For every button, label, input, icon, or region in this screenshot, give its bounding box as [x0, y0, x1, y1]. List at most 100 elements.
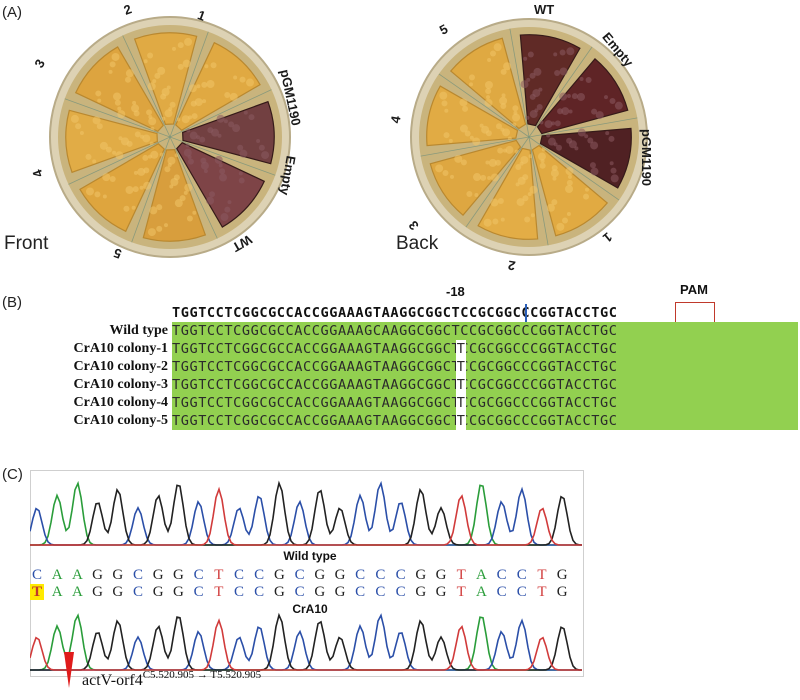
alignment-row-label: CrA10 colony-1 [73, 341, 169, 356]
base-call: A [51, 567, 63, 583]
back-colony-dot [464, 130, 471, 137]
footnote-arrow: → [196, 669, 208, 681]
front-colony-dot [199, 136, 206, 143]
back-colony-dot [590, 141, 599, 150]
back-colony-dot [526, 77, 531, 82]
back-colony-dot [527, 192, 532, 197]
base-call: C [355, 584, 366, 600]
base-call: G [172, 584, 184, 600]
back-colony-dot [500, 68, 507, 75]
front-colony-dot [105, 146, 112, 153]
front-colony-dot [179, 195, 186, 202]
back-colony-dot [507, 136, 512, 141]
base-call: G [314, 567, 326, 583]
front-colony-dot [143, 167, 150, 174]
back-colony-dot [450, 174, 455, 179]
front-colony-dot [150, 150, 159, 159]
front-colony-dot [204, 64, 209, 69]
alignment-row-sequence: TGGTCCTCGGCGCCACCGGAAAGTAAGGCGGCTCCGCGGC… [172, 340, 798, 358]
front-colony-dot [97, 98, 102, 103]
base-call: G [556, 584, 568, 600]
panel-a-label: (A) [2, 4, 22, 21]
back-colony-dot [590, 167, 599, 176]
back-colony-dot [536, 103, 543, 110]
front-colony-dot [238, 171, 243, 176]
alignment-row-sequence: TGGTCCTCGGCGCCACCGGAAAGCAAGGCGGCTCCGCGGC… [172, 322, 798, 340]
front-colony-dot [183, 148, 192, 157]
back-colony-dot [583, 193, 590, 200]
front-colony-dot [79, 130, 84, 135]
base-call: C [233, 567, 244, 583]
front-colony-dot [224, 91, 231, 98]
front-divider-line [169, 89, 272, 138]
back-colony-dot [492, 218, 499, 225]
back-colony-dot [435, 164, 444, 173]
alignment-row-sequence: TGGTCCTCGGCGCCACCGGAAAGTAAGGCGGCTCCGCGGC… [172, 394, 798, 412]
base-call: A [475, 567, 487, 583]
front-colony-dot [173, 174, 180, 181]
front-colony-dot [186, 215, 193, 222]
front-colony-dot [137, 167, 146, 176]
back-colony-dot [488, 158, 497, 167]
base-call: C [395, 584, 406, 600]
mismatch-base: T [456, 377, 465, 393]
back-colony-dot [444, 108, 449, 113]
base-call: C [31, 567, 42, 583]
front-colony-dot [220, 213, 229, 222]
front-plate-image [49, 16, 291, 258]
back-colony-dot [528, 154, 533, 159]
front-divider-line [122, 35, 171, 138]
back-colony-dot [500, 217, 505, 222]
mismatch-base: T [456, 395, 465, 411]
back-colony-dot [579, 77, 584, 82]
back-colony-dot [515, 164, 522, 171]
back-colony-dot [539, 162, 546, 169]
back-sector-4 [426, 85, 519, 147]
back-colony-dot [595, 111, 604, 120]
mutant-trace-title: CrA10 [292, 602, 328, 616]
front-colony-dot [99, 141, 108, 150]
front-colony-dot [149, 206, 158, 215]
front-colony-dot [188, 84, 197, 93]
base-call: C [375, 584, 386, 600]
front-colony-dot [169, 184, 174, 189]
back-divider-line [420, 136, 530, 157]
front-colony-dot [131, 104, 140, 113]
front-colony-dot [233, 75, 238, 80]
front-colony-dot [191, 113, 198, 120]
front-divider-line [169, 136, 218, 239]
front-divider-line [169, 31, 209, 138]
front-colony-dot [239, 149, 248, 158]
front-colony-dot [92, 159, 97, 164]
front-colony-dot [177, 42, 184, 49]
front-colony-dot [85, 153, 92, 160]
back-colony-dot [505, 145, 514, 154]
alignment-row-label: CrA10 colony-4 [73, 395, 169, 410]
alignment-row-label: CrA10 colony-5 [73, 413, 169, 428]
back-colony-dot [557, 108, 564, 115]
back-colony-dot [537, 152, 546, 161]
front-colony-dot [189, 131, 198, 140]
back-colony-dot [499, 96, 508, 105]
back-colony-dot [529, 72, 536, 79]
back-colony-dot [553, 52, 558, 57]
front-colony-dot [131, 205, 136, 210]
front-sector-5 [79, 143, 166, 233]
base-call: G [152, 584, 164, 600]
front-colony-dot [147, 82, 156, 91]
base-call: C [496, 584, 507, 600]
base-call: T [537, 567, 547, 583]
front-colony-dot [133, 110, 140, 117]
front-plate [30, 12, 310, 262]
mismatch-base: T [456, 413, 465, 429]
back-colony-dot [566, 211, 571, 216]
back-colony-dot [516, 198, 525, 207]
back-colony-dot [495, 123, 502, 130]
back-colony-dot [529, 185, 538, 194]
front-colony-dot [75, 123, 82, 130]
front-colony-dot [125, 69, 134, 78]
back-label-2: 2 [506, 257, 517, 274]
mutant-trace-t [30, 618, 582, 671]
front-colony-dot [246, 78, 255, 87]
